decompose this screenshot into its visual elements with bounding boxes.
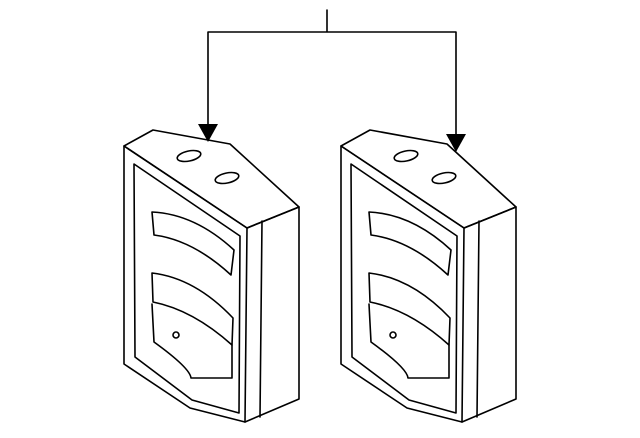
key-fob-icon xyxy=(123,129,300,423)
arrow-down-icon xyxy=(198,124,218,142)
arrow-down-icon xyxy=(446,134,466,152)
key-fob-left xyxy=(123,129,300,423)
key-fob-right xyxy=(340,129,517,423)
key-fob-icon xyxy=(340,129,517,423)
leader-line xyxy=(207,9,457,135)
callout-leader xyxy=(198,9,466,152)
